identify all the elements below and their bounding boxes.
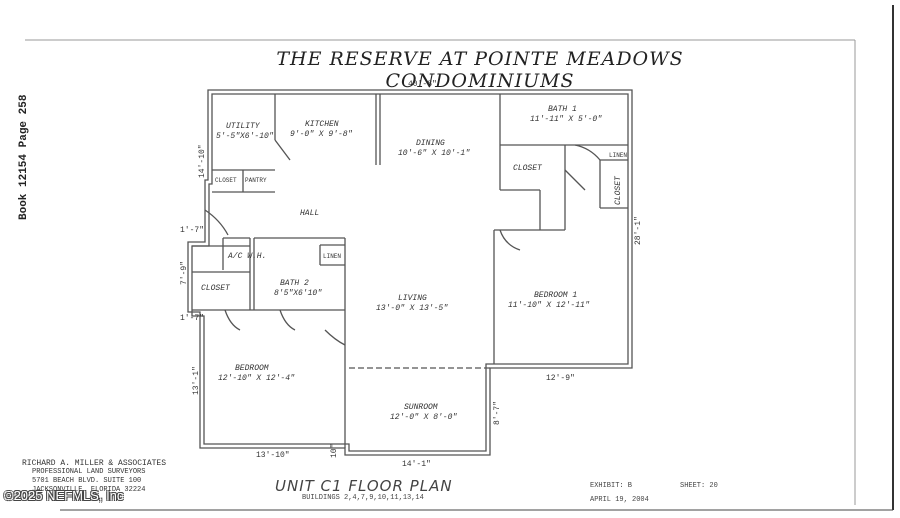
dimension-left-mid2: 7'-9" bbox=[180, 261, 189, 285]
dimension-sunroom-side: 8'-7" bbox=[493, 401, 502, 425]
bath1-size: 11'-11" X 5'-0" bbox=[530, 115, 602, 124]
hall-label: HALL bbox=[300, 209, 319, 218]
dimension-left-mid3: 1'-7" bbox=[180, 314, 204, 323]
bath2-name: BATH 2 bbox=[280, 279, 309, 288]
dimension-left-lower: 13'-1" bbox=[192, 366, 201, 395]
living-size: 13'-0" X 13'-5" bbox=[376, 304, 448, 313]
dimension-bottom-left-small: 10" bbox=[330, 444, 339, 458]
kitchen-size: 9'-0" X 9'-8" bbox=[290, 130, 353, 139]
dimension-bottom-mid: 14'-1" bbox=[402, 460, 431, 469]
bedroom-name: BEDROOM bbox=[235, 364, 269, 373]
utility-size: 5'-5"X6'-10" bbox=[216, 132, 274, 141]
bedroom-size: 12'-10" X 12'-4" bbox=[218, 374, 295, 383]
bath2-size: 8'5"X6'10" bbox=[274, 289, 322, 298]
linen-master-label: LINEN bbox=[609, 152, 627, 159]
buildings-list: BUILDINGS 2,4,7,9,10,11,13,14 bbox=[302, 494, 424, 502]
kitchen-name: KITCHEN bbox=[305, 120, 339, 129]
dimension-left-upper: 14'-10" bbox=[198, 144, 207, 178]
bath1-name: BATH 1 bbox=[548, 105, 577, 114]
unit-title: UNIT C1 FLOOR PLAN bbox=[275, 477, 453, 495]
dimension-top: 40'-8" bbox=[408, 80, 437, 89]
surveyor-line2: 5701 BEACH BLVD. SUITE 100 bbox=[32, 477, 142, 485]
bedroom1-name: BEDROOM 1 bbox=[534, 291, 577, 300]
drawing-date: APRIL 19, 2004 bbox=[590, 496, 649, 504]
pantry-label: PANTRY bbox=[245, 177, 267, 184]
closet-utility-label: CLOSET bbox=[215, 177, 237, 184]
surveyor-line3: JACKSONVILLE, FLORIDA 32224 bbox=[32, 486, 146, 494]
surveyor-block: RICHARD A. MILLER & ASSOCIATES PROFESSIO… bbox=[22, 459, 166, 495]
book-page-text: Book 12154 Page 258 bbox=[18, 94, 30, 220]
closet-master-label: CLOSET bbox=[513, 164, 543, 173]
sunroom-name: SUNROOM bbox=[404, 403, 438, 412]
document-title: THE RESERVE AT POINTE MEADOWS CONDOMINIU… bbox=[276, 48, 684, 92]
closet-small-label: CLOSET bbox=[614, 175, 623, 205]
sunroom-size: 12'-0" X 8'-0" bbox=[390, 413, 457, 422]
dimension-left-mid1: 1'-7" bbox=[180, 226, 204, 235]
sheet-number: SHEET: 20 bbox=[680, 482, 718, 490]
surveyor-line1: PROFESSIONAL LAND SURVEYORS bbox=[32, 468, 146, 476]
ac-label: A/C W.H. bbox=[227, 252, 266, 261]
living-name: LIVING bbox=[398, 294, 427, 303]
utility-name: UTILITY bbox=[226, 122, 261, 131]
dining-size: 10'-6" X 10'-1" bbox=[398, 149, 470, 158]
surveyor-name: RICHARD A. MILLER & ASSOCIATES bbox=[22, 459, 167, 468]
dimension-bottom-left: 13'-10" bbox=[256, 451, 290, 460]
book-page-reference: Book 12154 Page 258 bbox=[18, 94, 30, 220]
dimension-right: 28'-1" bbox=[634, 216, 643, 245]
copyright-watermark: ©2025 NEFMLS, Inc bbox=[4, 488, 124, 503]
dining-name: DINING bbox=[416, 139, 445, 148]
closet-bed-label: CLOSET bbox=[201, 284, 231, 293]
linen-hall-label: LINEN bbox=[323, 253, 341, 260]
dimension-bottom-right: 12'-9" bbox=[546, 374, 575, 383]
exhibit-label: EXHIBIT: B bbox=[590, 482, 633, 490]
bedroom1-size: 11'-10" X 12'-11" bbox=[508, 301, 590, 310]
